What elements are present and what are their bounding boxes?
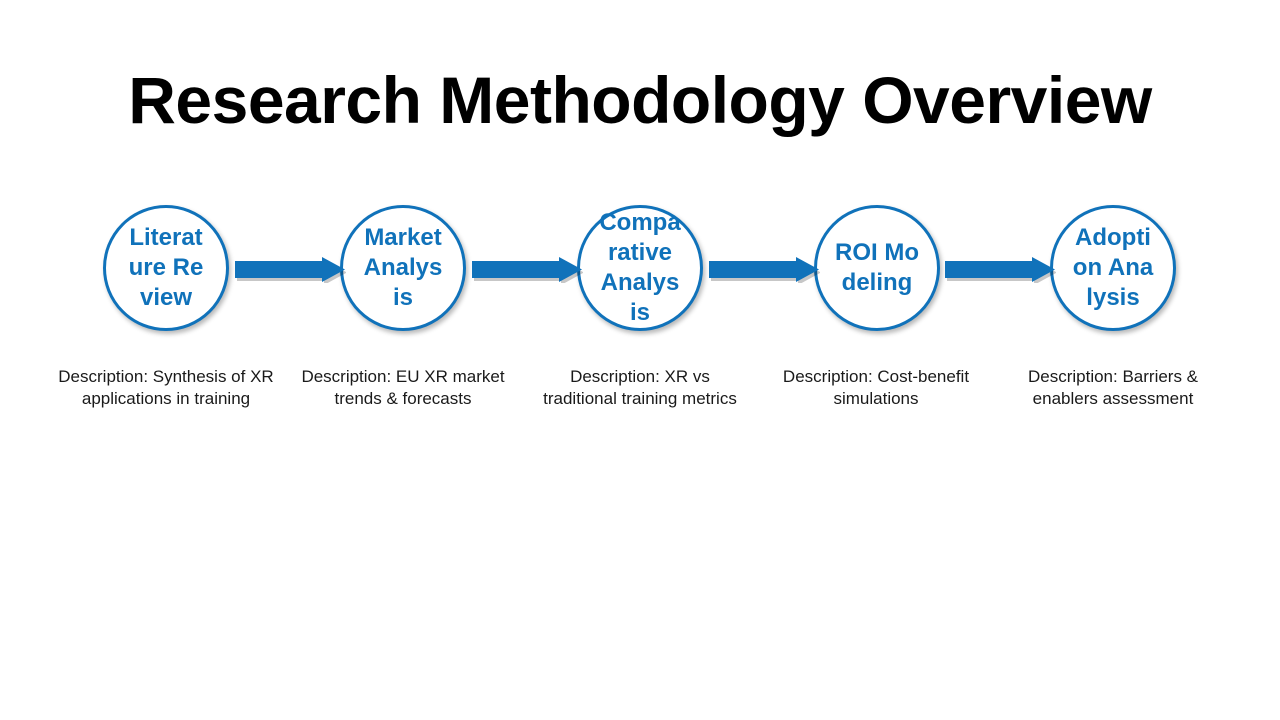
stage-description: Description: Cost-benefit simulations [782, 367, 970, 408]
stage-circle [103, 205, 229, 331]
arrow-right-icon [945, 255, 1056, 283]
flow-stage-adoption-analysis[interactable]: Adoption Analysis [1050, 205, 1176, 331]
flow-stage-comparative-analysis[interactable]: Comparative Analysis [577, 205, 703, 331]
stage-circle [577, 205, 703, 331]
stage-description: Description: XR vs traditional training … [543, 367, 737, 408]
stage-description: Description: Synthesis of XR application… [58, 367, 274, 408]
arrow-right-icon [235, 255, 346, 283]
stage-description: Description: EU XR market trends & forec… [301, 367, 505, 408]
arrow-right-icon [472, 255, 583, 283]
stage-circle [814, 205, 940, 331]
stage-circle [1050, 205, 1176, 331]
flow-stage-roi-modeling[interactable]: ROI Modeling [814, 205, 940, 331]
stage-description: Description: Barriers & enablers assessm… [1027, 367, 1199, 408]
page-title: Research Methodology Overview [128, 63, 1152, 137]
arrow-right-icon [709, 255, 820, 283]
stage-circle [340, 205, 466, 331]
flow-stage-market-analysis[interactable]: Market Analysis [340, 205, 466, 331]
flow-stage-literature-review[interactable]: Literature Review [103, 205, 229, 331]
